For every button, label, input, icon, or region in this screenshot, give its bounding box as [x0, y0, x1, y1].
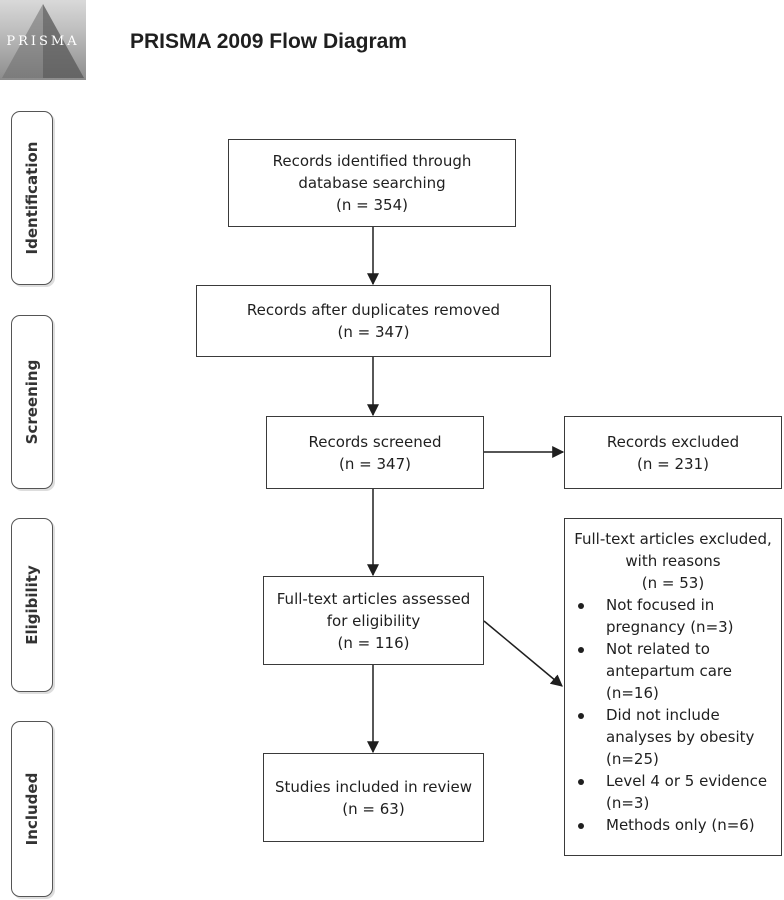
box-count: (n = 354): [336, 196, 408, 214]
stage-eligibility: Eligibility: [11, 518, 53, 692]
box-count: (n = 63): [342, 799, 405, 818]
box-fulltext-assessed: Full-text articles assessed for eligibil…: [263, 576, 484, 665]
box-records-excluded: Records excluded (n = 231): [564, 416, 782, 489]
box-text: database searching: [298, 174, 446, 192]
box-text: Full-text articles excluded,: [574, 530, 772, 548]
triangle-icon: [2, 4, 84, 78]
page-title: PRISMA 2009 Flow Diagram: [130, 30, 407, 53]
box-count: (n = 116): [337, 633, 410, 652]
box-count: (n = 231): [637, 454, 709, 473]
box-text: Records screened: [308, 432, 442, 451]
exclusion-reasons-list: Not focused in pregnancy (n=3) Not relat…: [565, 594, 781, 836]
box-count: (n = 347): [337, 323, 410, 341]
list-item: Did not include analyses by obesity (n=2…: [565, 704, 781, 770]
list-item: Not focused in pregnancy (n=3): [565, 594, 781, 638]
box-count: (n = 53): [641, 574, 705, 592]
box-records-identified: Records identified through database sear…: [228, 139, 516, 227]
stage-screening: Screening: [11, 315, 53, 489]
box-records-screened: Records screened (n = 347): [266, 416, 484, 489]
box-duplicates-removed: Records after duplicates removed (n = 34…: [196, 285, 551, 357]
box-text: with reasons: [625, 552, 721, 570]
box-fulltext-excluded: Full-text articles excluded, with reason…: [564, 518, 782, 856]
box-text: Records excluded: [606, 432, 740, 451]
stage-included: Included: [11, 721, 53, 897]
box-text: Records identified through: [272, 152, 472, 170]
list-item: Not related to antepartum care (n=16): [565, 638, 781, 704]
stage-identification: Identification: [11, 111, 53, 285]
box-text: Full-text articles assessed: [276, 589, 471, 608]
box-text: for eligibility: [326, 611, 421, 630]
logo-text: PRISMA: [6, 34, 80, 49]
list-item: Level 4 or 5 evidence (n=3): [565, 770, 781, 814]
box-text: Studies included in review: [274, 777, 473, 796]
box-studies-included: Studies included in review (n = 63): [263, 753, 484, 842]
list-item: Methods only (n=6): [565, 814, 781, 836]
box-text: Records after duplicates removed: [246, 301, 501, 319]
box-count: (n = 347): [339, 454, 411, 473]
excluded-heading: Full-text articles excluded, with reason…: [565, 528, 781, 594]
arrow-fulltext-to-excluded: [483, 620, 563, 687]
prisma-logo: PRISMA: [0, 0, 86, 80]
